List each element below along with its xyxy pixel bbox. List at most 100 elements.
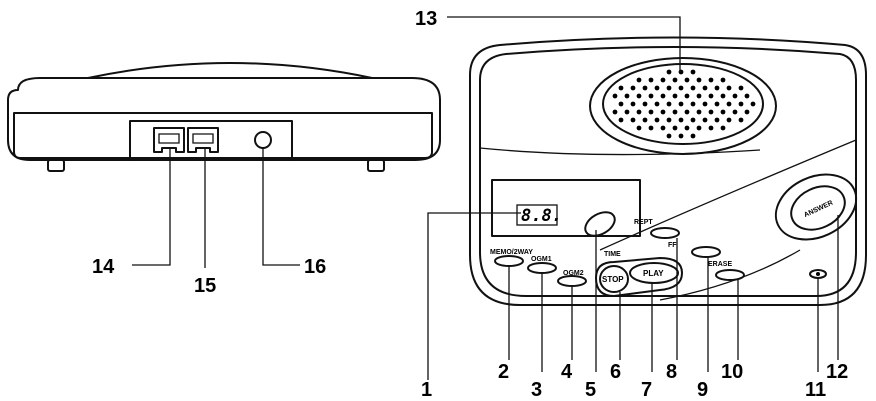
speaker-hole	[648, 125, 654, 131]
leader-16	[262, 148, 300, 266]
speaker-hole	[636, 77, 642, 83]
speaker-hole	[642, 117, 648, 123]
erase-button[interactable]	[715, 269, 745, 281]
play-label: PLAY	[643, 269, 664, 278]
label-6: 6	[610, 361, 621, 383]
speaker-hole	[720, 109, 726, 115]
leader-13	[447, 16, 681, 72]
speaker-hole	[672, 109, 678, 115]
speaker-hole	[648, 93, 654, 99]
rept-label: REPT	[634, 219, 653, 226]
speaker-hole	[666, 101, 672, 107]
speaker-hole	[618, 101, 624, 107]
label-12: 12	[826, 361, 848, 383]
speaker-hole	[612, 93, 618, 99]
label-3: 3	[531, 379, 542, 401]
speaker-hole	[642, 101, 648, 107]
speaker-hole	[696, 109, 702, 115]
memo-2way-button[interactable]	[494, 255, 524, 267]
speaker-hole	[666, 85, 672, 91]
speaker-holes	[612, 69, 756, 139]
speaker-hole	[708, 109, 714, 115]
speaker-hole	[648, 109, 654, 115]
speaker-hole	[690, 133, 696, 139]
label-16: 16	[304, 256, 326, 278]
leader-14	[132, 148, 171, 266]
label-4: 4	[561, 361, 573, 383]
speaker-hole	[726, 85, 732, 91]
speaker-hole	[714, 117, 720, 123]
speaker-hole	[738, 101, 744, 107]
indicator-led-dot	[816, 272, 820, 276]
leader-1	[427, 212, 521, 380]
speaker-hole	[744, 109, 750, 115]
speaker-hole	[630, 101, 636, 107]
speaker-hole	[732, 93, 738, 99]
erase-upper-button[interactable]	[691, 246, 721, 258]
speaker-hole	[744, 93, 750, 99]
speaker-hole	[678, 101, 684, 107]
stop-button[interactable]	[599, 265, 629, 293]
speaker-hole	[624, 93, 630, 99]
speaker-hole	[660, 93, 666, 99]
speaker-hole	[666, 133, 672, 139]
power-jack	[254, 131, 272, 149]
answer-surround	[774, 173, 858, 241]
ogm1-label: OGM1	[531, 256, 552, 263]
rear-feet-left	[47, 159, 65, 172]
button-5[interactable]	[581, 207, 619, 240]
speaker-hole	[726, 117, 732, 123]
speaker-hole	[684, 125, 690, 131]
speaker-hole	[678, 133, 684, 139]
play-button[interactable]	[629, 262, 679, 284]
front-view: 8.8. MEMO/2WAY OGM1 OGM2 TIME STOP PLAY …	[469, 36, 867, 306]
speaker-hole	[708, 125, 714, 131]
answer-button[interactable]	[784, 178, 852, 238]
speaker-hole	[672, 77, 678, 83]
speaker-hole	[720, 93, 726, 99]
speaker-hole	[666, 69, 672, 75]
speaker-hole	[654, 117, 660, 123]
speaker-hole	[624, 109, 630, 115]
speaker-hole	[696, 77, 702, 83]
phone-jack-phone	[187, 127, 219, 153]
speaker-hole	[702, 101, 708, 107]
speaker-hole	[684, 77, 690, 83]
speaker-hole	[732, 109, 738, 115]
speaker-hole	[702, 85, 708, 91]
label-9: 9	[697, 379, 708, 401]
speaker-hole	[654, 85, 660, 91]
speaker-hole	[678, 69, 684, 75]
rear-connector-panel	[129, 120, 293, 161]
rear-feet-right	[367, 159, 385, 172]
rept-ff-button[interactable]	[650, 227, 680, 239]
display-readout: 8.8.	[521, 206, 562, 226]
speaker-hole	[738, 85, 744, 91]
speaker-hole	[690, 101, 696, 107]
speaker-hole	[642, 85, 648, 91]
label-11: 11	[805, 379, 826, 401]
speaker-hole	[672, 93, 678, 99]
speaker-hole	[618, 85, 624, 91]
speaker-hole	[708, 77, 714, 83]
ff-label: FF	[668, 242, 677, 249]
speaker-hole	[684, 93, 690, 99]
speaker-hole	[726, 101, 732, 107]
answer-label: ANSWER	[803, 200, 834, 219]
stop-play-group	[595, 257, 683, 297]
speaker-hole	[660, 109, 666, 115]
speaker-hole	[708, 93, 714, 99]
label-15: 15	[194, 275, 216, 297]
stop-label: STOP	[602, 275, 624, 284]
front-housing-outer	[469, 36, 867, 306]
speaker-hole	[738, 117, 744, 123]
label-2: 2	[498, 361, 509, 383]
speaker-hole	[636, 109, 642, 115]
label-10: 10	[721, 361, 743, 383]
label-14: 14	[92, 256, 115, 278]
ogm2-button[interactable]	[557, 275, 587, 287]
erase-label: ERASE	[708, 261, 732, 268]
ogm1-button[interactable]	[527, 262, 557, 274]
speaker-hole	[618, 117, 624, 123]
